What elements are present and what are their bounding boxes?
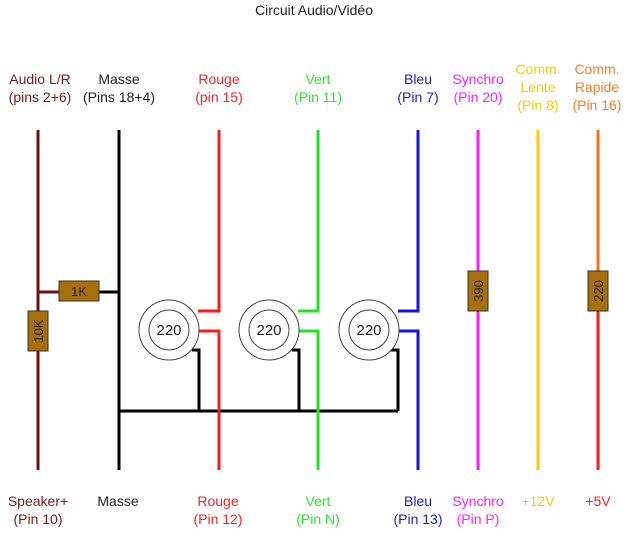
label-line: (Pin 20) <box>453 89 503 105</box>
label-line: Comm. <box>515 61 561 77</box>
label-line: (Pin 10) <box>13 511 63 527</box>
label-line: (Pin 7) <box>397 89 439 105</box>
circle-resistor-1-label: 220 <box>156 322 181 339</box>
wire-bleu-bottom <box>398 329 420 470</box>
label-line: (Pin 11) <box>294 89 342 105</box>
label-line: (Pin N) <box>296 511 340 527</box>
label-line: (Pin 13) <box>393 511 443 527</box>
wire-bleu-return <box>391 348 400 411</box>
top-label-synchro: Synchro (Pin 20) <box>452 70 503 106</box>
wire-vert-return <box>292 348 301 411</box>
top-label-rouge: Rouge (pin 15) <box>195 70 242 106</box>
wire-rouge-return <box>192 348 201 411</box>
label-line: +5V <box>585 493 611 509</box>
label-line: Masse <box>97 493 139 509</box>
wire-rouge-top <box>198 130 221 313</box>
label-line: Synchro <box>452 493 504 509</box>
resistor-220 <box>587 270 609 312</box>
wire-rouge-bottom <box>198 329 221 470</box>
resistor-390-label: 390 <box>471 280 486 302</box>
label-line: Vert <box>305 493 331 509</box>
bottom-label-synchro: Synchro (Pin P) <box>452 492 503 528</box>
bottom-label-masse: Masse <box>97 492 138 510</box>
circle-resistor-2-inner <box>248 309 290 351</box>
label-line: Lente <box>520 79 556 95</box>
bottom-label-5v: +5V <box>585 492 610 510</box>
wire-bleu-top <box>398 130 420 313</box>
circle-resistor-1-inner <box>148 309 190 351</box>
label-line: Synchro <box>452 71 504 87</box>
label-line: Rouge <box>198 71 240 87</box>
top-label-masse: Masse (Pins 18+4) <box>83 70 155 106</box>
top-label-comm-lente: Comm. Lente (Pin 8) <box>515 60 560 114</box>
circle-resistor-2-label: 220 <box>256 322 281 339</box>
label-line: Rapide <box>574 79 620 95</box>
label-line: (pin 15) <box>195 89 243 105</box>
top-label-audio: Audio L/R (pins 2+6) <box>9 70 72 106</box>
bottom-label-12v: +12V <box>521 492 554 510</box>
label-line: (Pin 8) <box>517 97 559 113</box>
circle-resistor-3-inner <box>348 309 390 351</box>
label-line: Rouge <box>197 493 239 509</box>
label-line: (Pin 16) <box>572 97 622 113</box>
wire-vert-top <box>298 130 320 313</box>
resistor-10k-label: 10K <box>31 319 46 342</box>
label-line: (Pins 18+4) <box>83 89 155 105</box>
label-line: Bleu <box>403 71 433 87</box>
resistor-10k <box>27 310 49 352</box>
bottom-label-speaker: Speaker+ (Pin 10) <box>8 492 68 528</box>
resistor-1k-label: 1K <box>71 284 87 299</box>
label-line: Audio L/R <box>9 71 71 87</box>
resistor-1k <box>58 280 100 302</box>
label-line: Speaker+ <box>7 493 69 509</box>
label-line: (Pin 12) <box>193 511 243 527</box>
label-line: Comm. <box>574 61 620 77</box>
wire-vert-bottom <box>298 329 320 470</box>
bottom-label-rouge: Rouge (Pin 12) <box>193 492 242 528</box>
top-label-vert: Vert (Pin 11) <box>294 70 342 106</box>
label-line: +12V <box>521 493 555 509</box>
resistor-390 <box>467 270 489 312</box>
bottom-label-bleu: Bleu (Pin 13) <box>393 492 442 528</box>
label-line: Vert <box>305 71 331 87</box>
label-line: Bleu <box>403 493 433 509</box>
circle-resistor-3-label: 220 <box>356 322 381 339</box>
label-line: Masse <box>98 71 140 87</box>
label-line: (pins 2+6) <box>8 89 72 105</box>
diagram-title: Circuit Audio/Vidéo <box>254 2 374 18</box>
top-label-comm-rapide: Comm. Rapide (Pin 16) <box>572 60 621 114</box>
bottom-label-vert: Vert (Pin N) <box>296 492 340 528</box>
top-label-bleu: Bleu (Pin 7) <box>397 70 438 106</box>
resistor-220-label: 220 <box>591 280 606 302</box>
label-line: (Pin P) <box>456 511 500 527</box>
